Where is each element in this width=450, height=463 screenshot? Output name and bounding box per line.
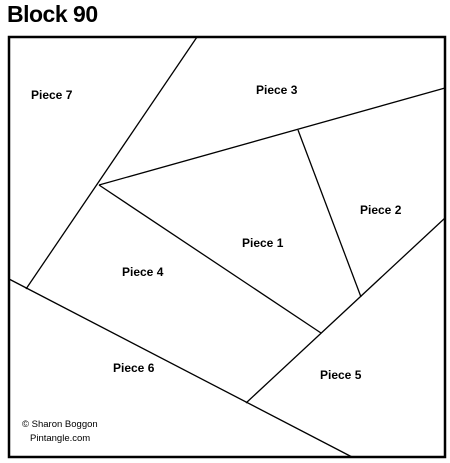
seam-piece1-left-edge [98,184,322,334]
seam-piece7-edge [25,36,198,290]
block-title: Block 90 [7,1,98,27]
piece-4-label: Piece 4 [122,265,164,279]
seam-piece3-edge [98,87,446,186]
piece-7-label: Piece 7 [31,88,73,102]
piece-1-label: Piece 1 [242,236,284,250]
piece-2-label: Piece 2 [360,203,402,217]
piece-6-label: Piece 6 [113,361,155,375]
seam-piece6-edge [8,278,353,458]
credit-author: © Sharon Boggon [22,419,98,430]
seam-piece2-edge [297,129,362,298]
piece-5-label: Piece 5 [320,368,362,382]
block-frame [7,35,447,459]
piece-3-label: Piece 3 [256,83,298,97]
credit-website: Pintangle.com [30,433,90,444]
seam-piece5-edge [245,217,446,404]
seam-lines [8,36,446,458]
